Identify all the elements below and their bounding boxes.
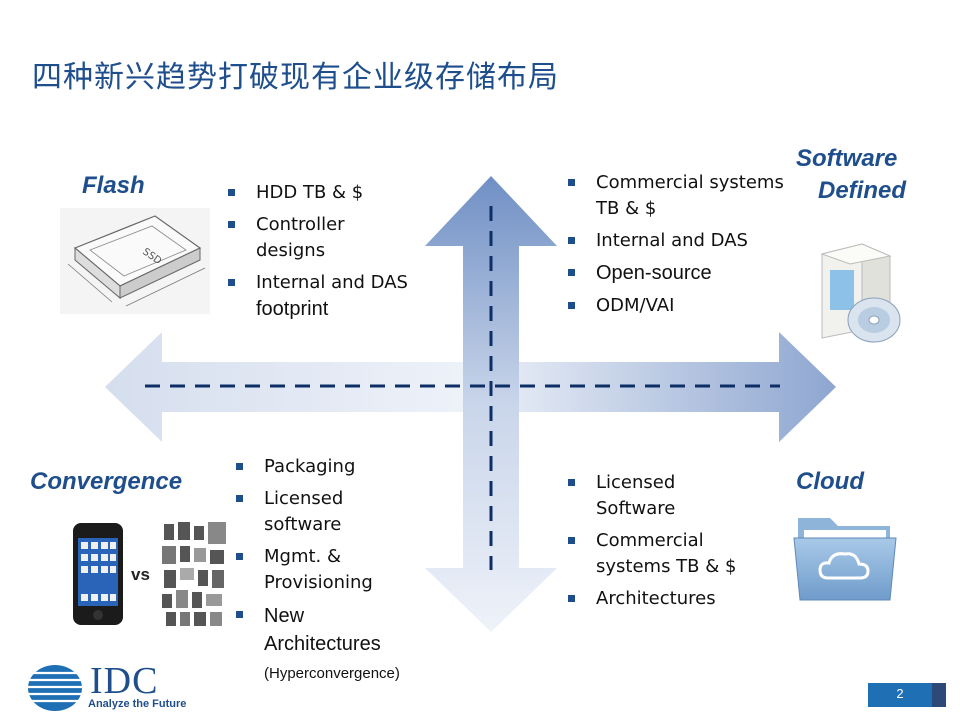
- bullet-text: Licensed: [264, 488, 344, 509]
- convergence-bullets: Packaging Licensed software Mgmt. & Provis…: [230, 454, 460, 692]
- bullet-text: Provisioning: [264, 572, 373, 593]
- bullet-text: Internal and DAS: [596, 230, 748, 251]
- cloud-folder-icon: [793, 518, 897, 601]
- bullet-text: Packaging: [264, 456, 356, 477]
- list-item: Controller designs: [222, 212, 462, 264]
- bullet-square-icon: [236, 553, 243, 560]
- bullet-text: footprint: [256, 298, 329, 320]
- software-box-icon: [820, 243, 901, 343]
- bullet-square-icon: [228, 279, 235, 286]
- page-title: 四种新兴趋势打破现有企业级存储布局: [32, 60, 559, 95]
- bullet-text: designs: [256, 240, 326, 261]
- list-item: HDD TB & $: [222, 180, 462, 206]
- bullet-square-icon: [236, 495, 243, 502]
- bullet-text: New: [264, 605, 305, 627]
- software-label: Software: [796, 145, 898, 172]
- defined-label: Defined: [818, 177, 907, 204]
- bullet-text: Architectures: [596, 588, 716, 609]
- bullet-square-icon: [568, 302, 575, 309]
- bullet-text: Commercial systems: [596, 172, 784, 193]
- flash-bullets: HDD TB & $ Controller designs Internal an…: [222, 180, 462, 329]
- bullet-square-icon: [228, 189, 235, 196]
- list-item: Licensed software: [230, 486, 460, 538]
- list-item: Mgmt. & Provisioning: [230, 544, 460, 596]
- page-number-edge: [932, 683, 946, 707]
- bullet-text: systems TB & $: [596, 556, 737, 577]
- bullet-text: Software: [596, 498, 676, 519]
- bullet-text: TB & $: [596, 198, 657, 219]
- bullet-text: (Hyperconvergence): [264, 665, 400, 682]
- bullet-text: software: [264, 514, 342, 535]
- bullet-text: Licensed: [596, 472, 676, 493]
- bullet-square-icon: [568, 237, 575, 244]
- vs-text: vs: [131, 565, 150, 584]
- list-item: Commercial systems TB & $: [562, 170, 812, 222]
- bullet-square-icon: [568, 595, 575, 602]
- list-item: Architectures: [562, 586, 782, 612]
- page-number: 2: [896, 686, 904, 701]
- bullet-text: ODM/VAI: [596, 295, 675, 316]
- smartphone-icon: [73, 523, 123, 625]
- page-number-box: 2: [868, 683, 946, 707]
- ssd-drive-icon: SSD: [60, 208, 210, 314]
- list-item: Internal and DAS footprint: [222, 270, 462, 323]
- list-item: Internal and DAS: [562, 228, 812, 254]
- convergence-label: Convergence: [30, 468, 183, 495]
- bullet-square-icon: [236, 611, 243, 618]
- idc-tagline: Analyze the Future: [88, 698, 187, 710]
- list-item: Packaging: [230, 454, 460, 480]
- devices-collage-icon: [162, 522, 226, 626]
- bullet-text: Mgmt. &: [264, 546, 342, 567]
- bullet-text: Internal and DAS: [256, 272, 408, 293]
- flash-label: Flash: [82, 172, 145, 199]
- bullet-text: Commercial: [596, 530, 704, 551]
- cloud-label: Cloud: [796, 468, 864, 495]
- bullet-square-icon: [568, 179, 575, 186]
- idc-globe-logo-icon: [28, 665, 82, 711]
- software-defined-bullets: Commercial systems TB & $ Internal and DA…: [562, 170, 812, 325]
- bullet-text: Architectures: [264, 633, 381, 655]
- bullet-square-icon: [228, 221, 235, 228]
- bullet-square-icon: [236, 463, 243, 470]
- bullet-text: HDD TB & $: [256, 182, 364, 203]
- bullet-square-icon: [568, 269, 575, 276]
- bullet-square-icon: [568, 479, 575, 486]
- vertical-arrow: [425, 176, 557, 632]
- bullet-text: Controller: [256, 214, 345, 235]
- list-item: Commercial systems TB & $: [562, 528, 782, 580]
- bullet-text: Open-source: [596, 262, 712, 284]
- idc-logo-text: IDC: [90, 660, 159, 702]
- bullet-square-icon: [568, 537, 575, 544]
- list-item: Open-source: [562, 260, 812, 287]
- list-item: ODM/VAI: [562, 293, 812, 319]
